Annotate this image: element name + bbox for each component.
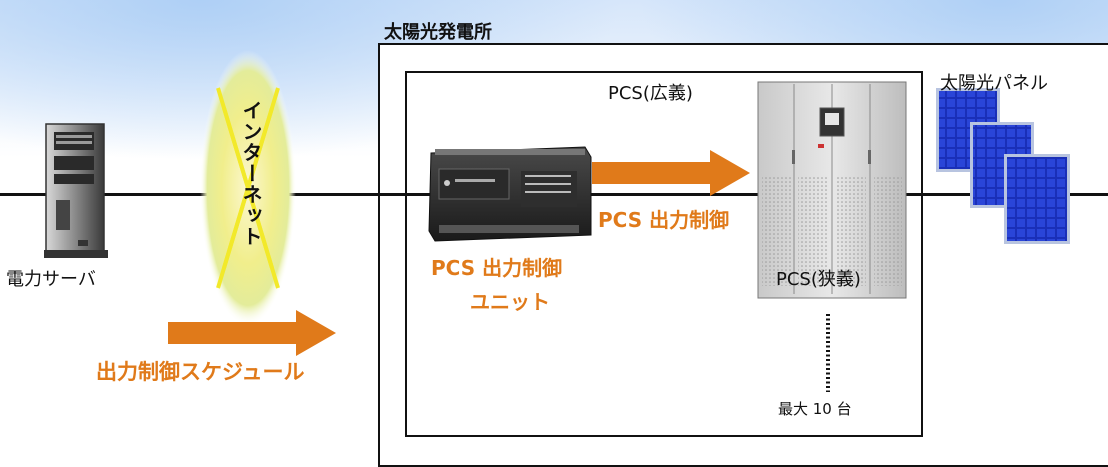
power-server-label: 電力サーバ bbox=[6, 269, 96, 290]
pcs-narrow-label: PCS(狭義) bbox=[776, 269, 861, 290]
pcs-control-unit-label-1: PCS 出力制御 bbox=[431, 256, 563, 280]
multiple-units-dotted-line bbox=[824, 312, 832, 398]
internet-label: インターネット bbox=[239, 100, 263, 247]
solar-plant-title: 太陽光発電所 bbox=[384, 22, 492, 43]
max-units-label: 最大 10 台 bbox=[778, 400, 852, 418]
server-icon bbox=[40, 120, 115, 264]
pcs-broad-label: PCS(広義) bbox=[608, 83, 693, 104]
output-control-schedule-label: 出力制御スケジュール bbox=[96, 360, 305, 384]
pcs-control-arrow-label: PCS 出力制御 bbox=[598, 208, 730, 232]
solar-panel-label: 太陽光パネル bbox=[940, 73, 1048, 94]
pcs-control-arrow-icon bbox=[592, 150, 752, 196]
schedule-arrow-icon bbox=[168, 310, 338, 356]
pcs-control-unit-label-2: ユニット bbox=[470, 290, 550, 314]
internet-cloud bbox=[198, 48, 298, 332]
pcs-broad-boundary bbox=[405, 71, 923, 437]
solar-panel-icon bbox=[936, 88, 1076, 250]
pcs-control-unit-device bbox=[425, 145, 595, 249]
pcs-cabinet-device bbox=[756, 80, 908, 306]
